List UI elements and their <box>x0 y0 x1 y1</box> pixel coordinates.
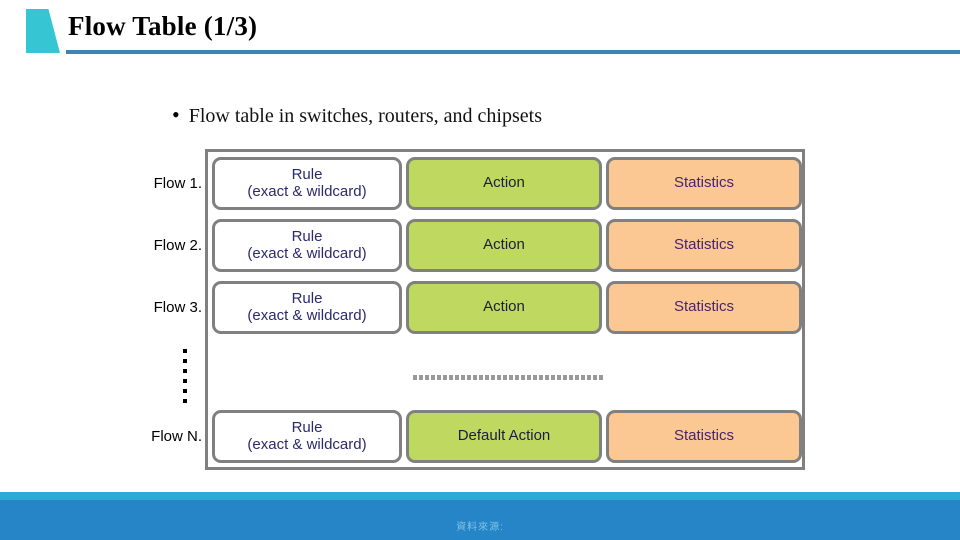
flow-table: Flow 1. Rule (exact & wildcard) Action S… <box>148 149 808 471</box>
rule-cell-line2: (exact & wildcard) <box>247 244 367 262</box>
flow-row-cells: Rule (exact & wildcard) Action Statistic… <box>205 281 802 334</box>
action-cell-label: Action <box>483 298 525 316</box>
statistics-cell[interactable]: Statistics <box>606 219 802 272</box>
title-underline-rule <box>66 50 960 54</box>
flow-row-cells: Rule (exact & wildcard) Default Action S… <box>205 410 802 463</box>
flow-row-cells: Rule (exact & wildcard) Action Statistic… <box>205 157 802 210</box>
footer-source-text: 資料來源: <box>456 522 504 533</box>
rule-cell-line2: (exact & wildcard) <box>247 435 367 453</box>
rule-cell[interactable]: Rule (exact & wildcard) <box>212 157 402 210</box>
rule-cell-line1: Rule <box>291 289 323 307</box>
rule-cell-line1: Rule <box>291 227 323 245</box>
bullet-text: Flow table in switches, routers, and chi… <box>188 105 542 127</box>
rule-cell[interactable]: Rule (exact & wildcard) <box>212 410 402 463</box>
statistics-cell[interactable]: Statistics <box>606 157 802 210</box>
rule-cell-line2: (exact & wildcard) <box>247 306 367 324</box>
flow-row-label: Flow 1. <box>153 175 202 192</box>
footer-accent-strip <box>0 492 960 500</box>
rule-cell-line1: Rule <box>291 165 323 183</box>
flow-row-label: Flow 2. <box>153 237 202 254</box>
action-cell-label: Action <box>483 236 525 254</box>
statistics-cell-label: Statistics <box>673 236 734 254</box>
statistics-cell-label: Statistics <box>673 427 734 445</box>
table-row: Flow 1. Rule (exact & wildcard) Action S… <box>148 155 808 212</box>
title-decoration-shape <box>26 9 60 53</box>
flow-row-label: Flow N. <box>151 428 202 445</box>
bullet-marker-icon: • <box>172 102 180 127</box>
table-row: Flow 3. Rule (exact & wildcard) Action S… <box>148 279 808 336</box>
flow-row-label: Flow 3. <box>153 299 202 316</box>
slide-header: Flow Table (1/3) <box>0 0 960 62</box>
action-cell[interactable]: Action <box>406 219 602 272</box>
action-cell[interactable]: Action <box>406 157 602 210</box>
table-row: Flow 2. Rule (exact & wildcard) Action S… <box>148 217 808 274</box>
rule-cell-line2: (exact & wildcard) <box>247 182 367 200</box>
vertical-ellipsis-icon <box>183 349 187 403</box>
action-cell[interactable]: Default Action <box>406 410 602 463</box>
page-title: Flow Table (1/3) <box>68 11 258 41</box>
rule-cell-line1: Rule <box>291 418 323 436</box>
bullet-line: • Flow table in switches, routers, and c… <box>172 104 542 128</box>
footer-bar <box>0 500 960 540</box>
action-cell-label: Action <box>483 174 525 192</box>
rule-cell[interactable]: Rule (exact & wildcard) <box>212 219 402 272</box>
statistics-cell[interactable]: Statistics <box>606 281 802 334</box>
flow-row-cells: Rule (exact & wildcard) Action Statistic… <box>205 219 802 272</box>
table-row: Flow N. Rule (exact & wildcard) Default … <box>148 408 808 465</box>
statistics-cell[interactable]: Statistics <box>606 410 802 463</box>
horizontal-ellipsis-icon <box>413 375 603 380</box>
action-cell[interactable]: Action <box>406 281 602 334</box>
statistics-cell-label: Statistics <box>673 298 734 316</box>
statistics-cell-label: Statistics <box>673 174 734 192</box>
action-cell-label: Default Action <box>457 427 551 445</box>
rule-cell[interactable]: Rule (exact & wildcard) <box>212 281 402 334</box>
